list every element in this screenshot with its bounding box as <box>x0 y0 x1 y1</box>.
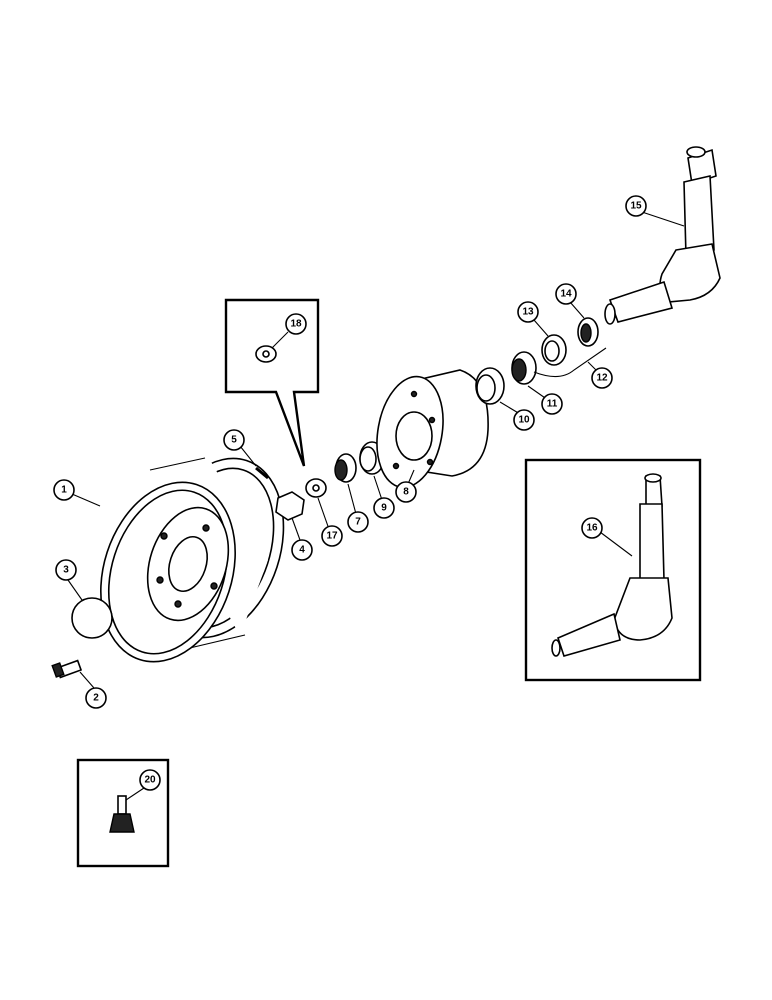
inner-bearing-cone <box>511 351 537 385</box>
callout-2: 2 <box>85 687 107 709</box>
callout-18: 18 <box>285 313 307 335</box>
callout-14: 14 <box>555 283 577 305</box>
steering-spindle-alt <box>551 473 673 657</box>
washer-hole <box>312 484 320 492</box>
steering-spindle <box>604 146 721 325</box>
callout-11: 11 <box>541 393 563 415</box>
callout-16: 16 <box>581 517 603 539</box>
grease-seal <box>541 334 567 366</box>
callout-5-label: 5 <box>231 435 237 446</box>
callout-14-label: 14 <box>560 289 572 300</box>
inset-box-spindle <box>524 458 702 682</box>
inset-box-valve-stem <box>76 758 170 868</box>
castle-nut <box>275 491 305 521</box>
outer-bearing-cone <box>334 453 357 483</box>
callout-20: 20 <box>139 769 161 791</box>
valve-stem <box>109 795 135 833</box>
callout-3-label: 3 <box>63 565 69 576</box>
callout-15: 15 <box>625 195 647 217</box>
callout-3: 3 <box>55 559 77 581</box>
hub-cap <box>71 597 113 639</box>
callout-4: 4 <box>291 539 313 561</box>
callout-15-label: 15 <box>630 201 642 212</box>
cotter-pin <box>255 466 269 480</box>
lock-washer <box>255 345 277 363</box>
callout-9: 9 <box>373 497 395 519</box>
callout-16-label: 16 <box>586 523 598 534</box>
seal-ring <box>577 317 599 347</box>
callout-10: 10 <box>513 409 535 431</box>
callout-13: 13 <box>517 301 539 323</box>
callout-1-label: 1 <box>61 485 67 496</box>
callout-10-label: 10 <box>518 415 530 426</box>
callout-18-label: 18 <box>290 319 302 330</box>
leader-lines <box>67 211 685 801</box>
callout-20-label: 20 <box>144 775 156 786</box>
bracket-seal-kit <box>533 347 607 378</box>
callout-17-label: 17 <box>326 531 338 542</box>
callout-8: 8 <box>395 481 417 503</box>
callout-13-label: 13 <box>522 307 534 318</box>
wheel-rim <box>100 457 285 663</box>
inset-box-washer <box>224 298 320 467</box>
callout-2-label: 2 <box>93 693 99 704</box>
callout-12-label: 12 <box>596 373 608 384</box>
callout-17: 17 <box>321 525 343 547</box>
inner-bearing-cup <box>475 367 505 405</box>
callout-7: 7 <box>347 511 369 533</box>
callout-11-label: 11 <box>547 399 558 410</box>
callout-4-label: 4 <box>299 545 305 556</box>
callout-5: 5 <box>223 429 245 451</box>
callout-9-label: 9 <box>381 503 387 514</box>
wheel-bolt <box>51 659 83 679</box>
wheel-hub <box>376 369 489 489</box>
callout-8-label: 8 <box>403 487 409 498</box>
callout-12: 12 <box>591 367 613 389</box>
callout-1: 1 <box>53 479 75 501</box>
callout-7-label: 7 <box>355 517 361 528</box>
